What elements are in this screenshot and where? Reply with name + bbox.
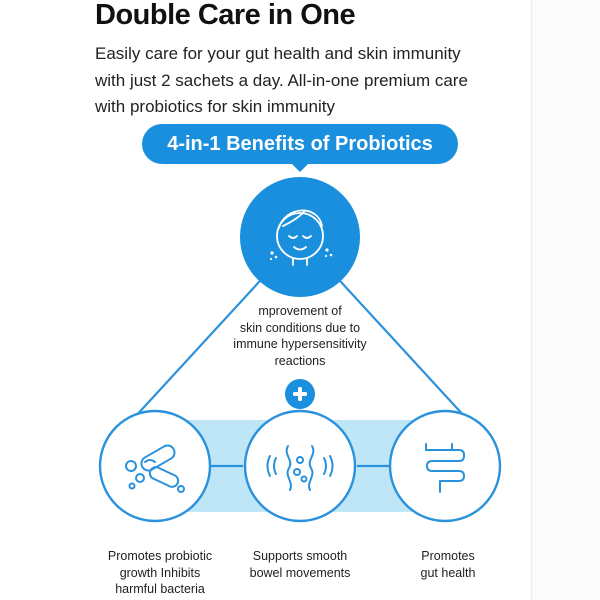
connector-lines [122, 269, 478, 468]
subtitle: Easily care for your gut health and skin… [95, 41, 495, 121]
bowel-movement-icon [243, 409, 357, 523]
benefit-label-skin: mprovement of skin conditions due to imm… [210, 303, 390, 369]
benefit-label-bowel: Supports smooth bowel movements [220, 548, 380, 581]
benefit-label-line: reactions [274, 353, 326, 368]
benefit-label-line: bowel movements [249, 565, 351, 580]
intestine-icon [388, 409, 502, 523]
benefit-label-line: immune hypersensitivity [233, 337, 367, 351]
benefit-label-line: skin conditions due to [239, 320, 361, 335]
benefit-label-line: mprovement of [258, 304, 342, 318]
connector-line-left [122, 269, 271, 431]
benefits-banner: 4-in-1 Benefits of Probiotics [142, 124, 458, 164]
benefit-label-line: Supports smooth [252, 549, 348, 563]
page-title: Double Care in One [95, 0, 356, 31]
benefit-label-line: growth Inhibits [119, 565, 201, 580]
subtitle-line: with just 2 sachets a day. All-in-one pr… [95, 70, 468, 90]
bacteria-icon [98, 409, 212, 523]
connector-line-right [329, 269, 478, 431]
page-edge [531, 0, 600, 600]
benefit-label-line: Promotes [421, 549, 475, 563]
banner-pointer [290, 162, 310, 172]
plus-icon [285, 379, 315, 409]
face-icon [240, 177, 360, 297]
benefit-label-gut: Promotes gut health [378, 548, 518, 581]
subtitle-line: with probiotics for skin immunity [95, 97, 335, 116]
subtitle-line: Easily care for your gut health and skin… [95, 44, 461, 63]
benefit-label-line: gut health [420, 565, 476, 580]
benefit-label-line: harmful bacteria [115, 582, 205, 596]
benefit-label-probiotic: Promotes probiotic growth Inhibits harmf… [80, 548, 240, 598]
benefit-label-line: Promotes probiotic [107, 549, 213, 563]
